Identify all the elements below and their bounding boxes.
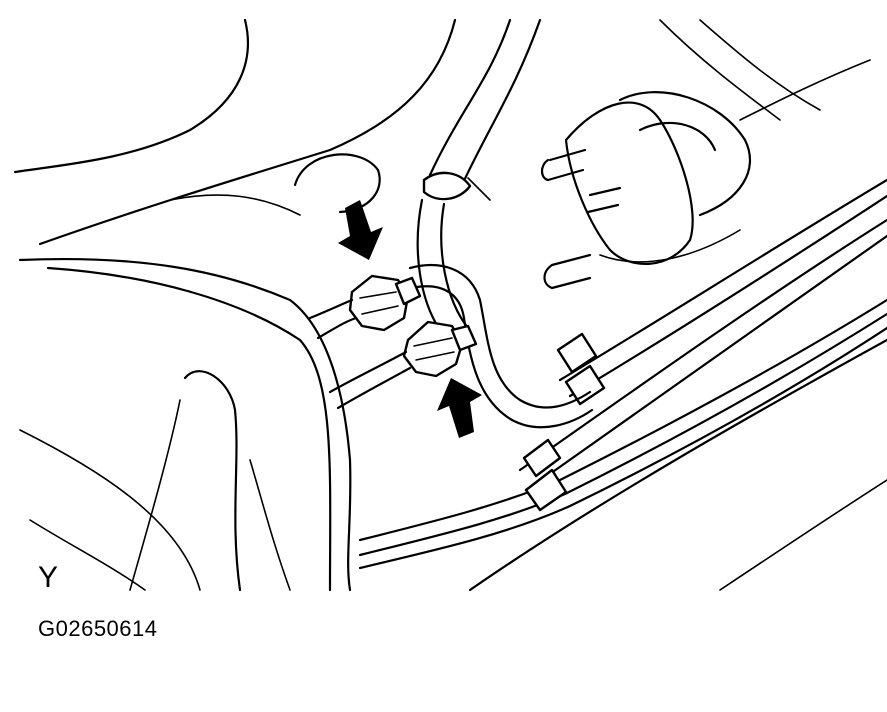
arrow-down (338, 200, 383, 260)
curved-pipe (408, 264, 594, 429)
body-panel (13, 18, 457, 592)
studs (540, 148, 622, 290)
pipe-clamps (522, 332, 606, 512)
connector-right (328, 320, 478, 410)
arrow-up (437, 378, 482, 438)
lower-surface (19, 370, 291, 592)
view-letter: Y (38, 561, 59, 594)
pipe-bundle (358, 178, 887, 592)
mounting-bracket (564, 19, 871, 266)
connector-left (308, 274, 422, 340)
diagram-illustration (13, 18, 887, 592)
rubber-hose (416, 18, 542, 332)
figure-code: G02650614 (38, 616, 158, 641)
